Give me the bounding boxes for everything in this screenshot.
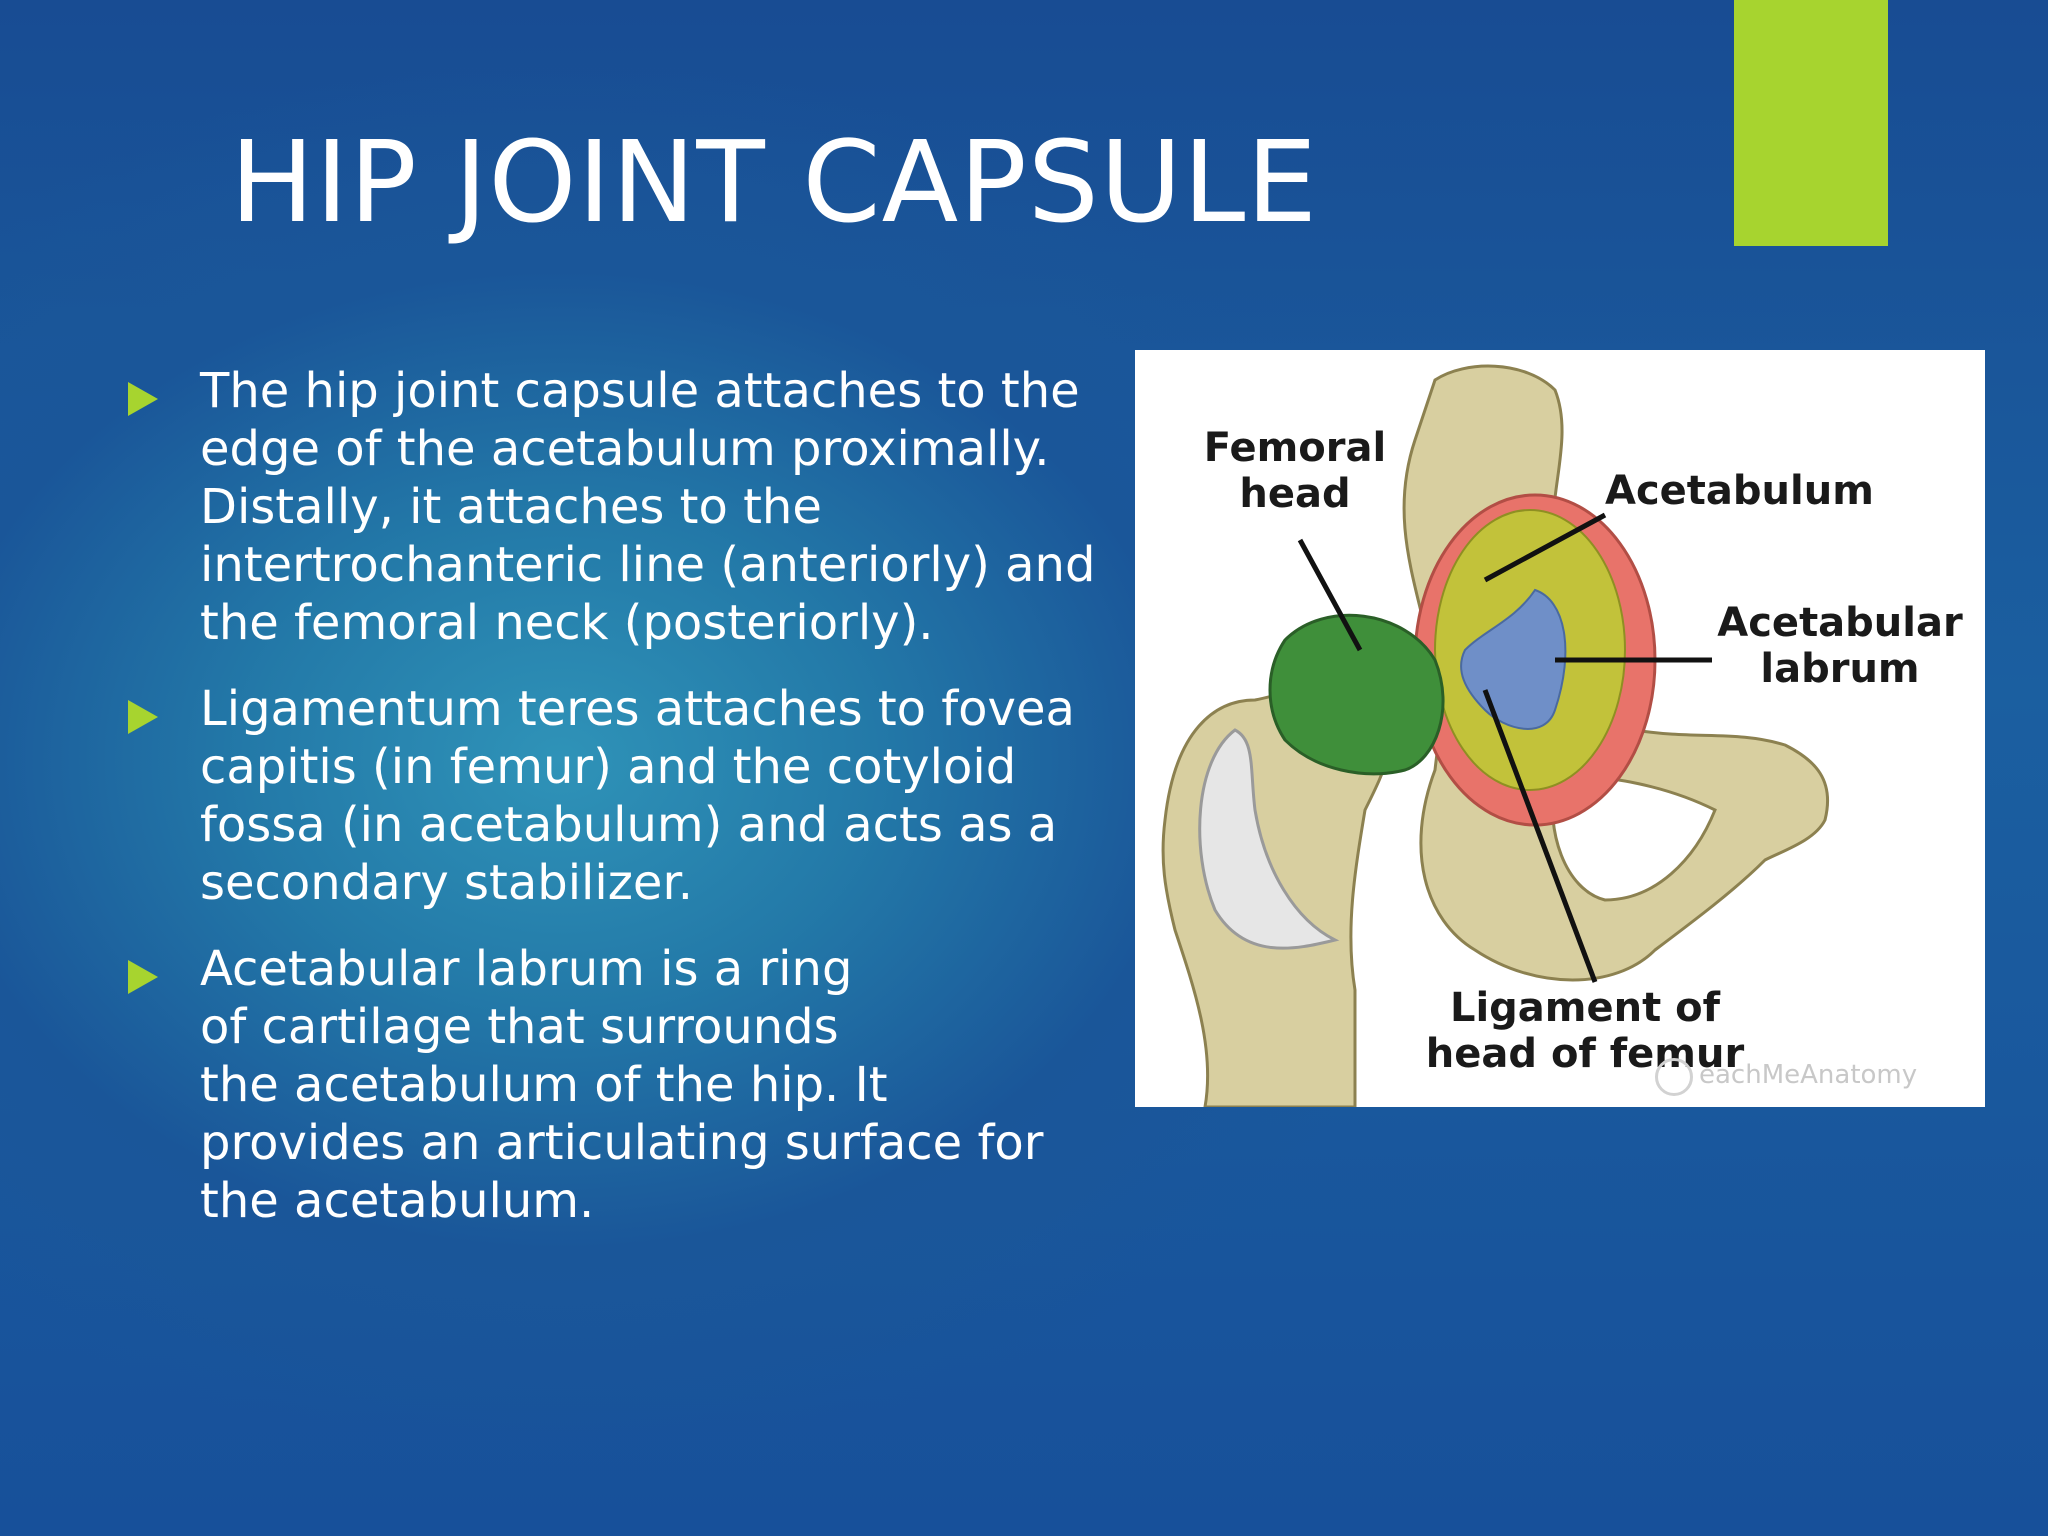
copyright-circle-icon xyxy=(1655,1058,1693,1096)
obturator-foramen xyxy=(1550,775,1717,902)
bullet-item: The hip joint capsule attaches to the ed… xyxy=(120,362,1120,652)
watermark: eachMeAnatomy xyxy=(1655,1058,1985,1096)
bullet-item: Ligamentum teres attaches to fovea capit… xyxy=(120,680,1120,912)
hip-joint-illustration xyxy=(1161,364,1830,1107)
slide-title: HIP JOINT CAPSULE xyxy=(230,118,1318,248)
bullet-item: Acetabular labrum is a ring of cartilage… xyxy=(120,940,1120,1230)
leader-acetabulum xyxy=(1483,512,1607,583)
triangle-bullet-icon xyxy=(128,700,158,734)
label-femoral-head: Femoral head xyxy=(1203,425,1387,517)
label-acetabulum: Acetabulum xyxy=(1605,468,1874,514)
bullet-list: The hip joint capsule attaches to the ed… xyxy=(120,362,1120,1258)
femoral-head-shape xyxy=(1268,613,1445,776)
label-acetabular-labrum: Acetabular labrum xyxy=(1717,600,1963,692)
leader-ligament xyxy=(1482,689,1598,983)
bullet-text: Ligamentum teres attaches to fovea capit… xyxy=(200,681,1075,911)
triangle-bullet-icon xyxy=(128,382,158,416)
accent-bar xyxy=(1734,0,1888,246)
triangle-bullet-icon xyxy=(128,960,158,994)
hip-joint-diagram: Femoral head Acetabulum Acetabular labru… xyxy=(1135,350,1985,1107)
joint-capsule xyxy=(1198,728,1340,950)
leader-femoral-head xyxy=(1297,538,1363,652)
bullet-text: The hip joint capsule attaches to the ed… xyxy=(200,363,1096,651)
bullet-text: Acetabular labrum is a ring of cartilage… xyxy=(200,941,1044,1229)
watermark-text: eachMeAnatomy xyxy=(1699,1060,1918,1090)
